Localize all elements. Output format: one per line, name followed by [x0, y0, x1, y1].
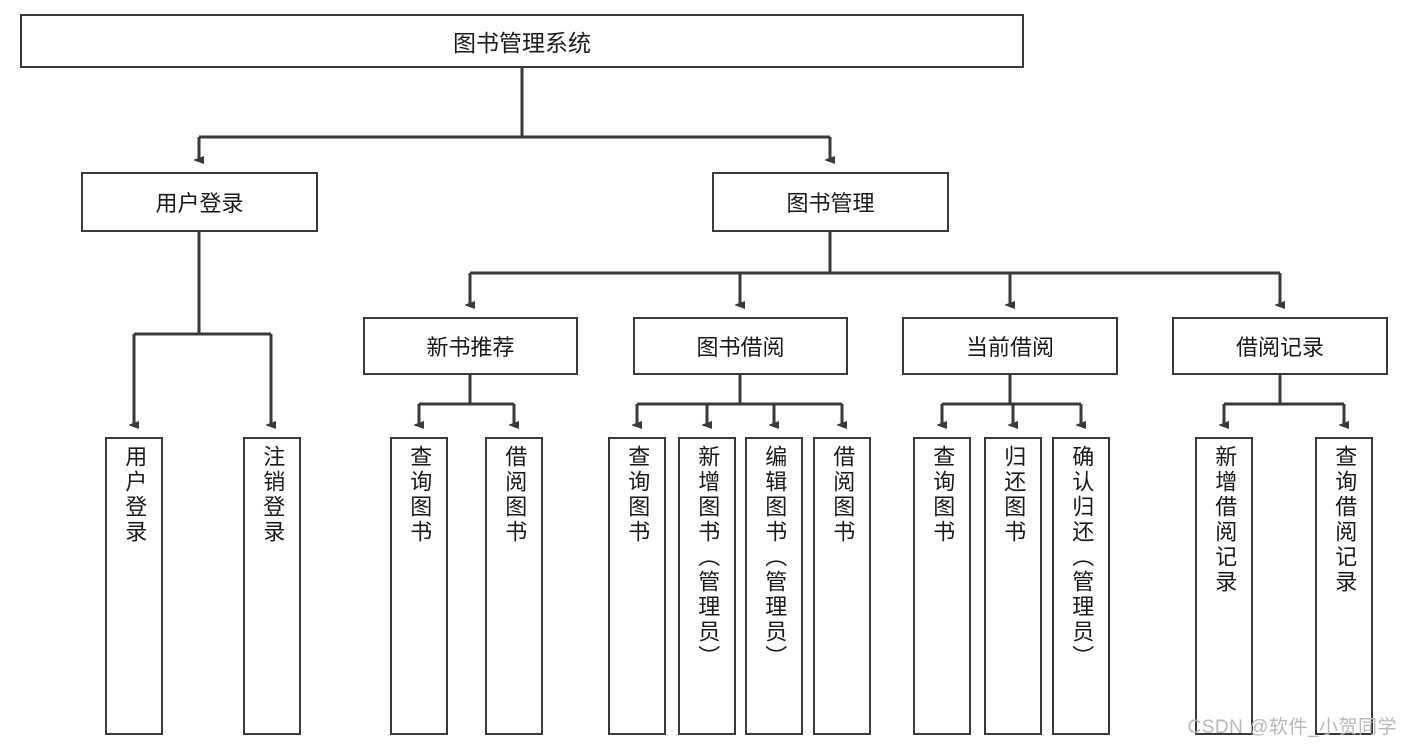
node-leaf-query-book-b[interactable]: 查询图书: [608, 437, 666, 735]
node-current-borrow[interactable]: 当前借阅: [902, 317, 1118, 375]
leaf-label: 借阅图书: [502, 445, 528, 545]
leaf-label: 用户登录: [122, 445, 148, 545]
leaf-label: 查询借阅记录: [1332, 445, 1358, 595]
node-leaf-add-borrow-record[interactable]: 新增借阅记录: [1195, 437, 1253, 735]
node-leaf-query-book-c[interactable]: 查询图书: [913, 437, 971, 735]
watermark-text: CSDN @软件_小贺同学: [1187, 717, 1397, 738]
leaf-label: 编辑图书（管理员）: [762, 445, 788, 670]
leaf-label: 查询图书: [407, 445, 433, 545]
leaf-label: 新增图书（管理员）: [695, 445, 721, 670]
node-leaf-query-book-a[interactable]: 查询图书: [390, 437, 448, 735]
node-leaf-query-borrow-record[interactable]: 查询借阅记录: [1315, 437, 1373, 735]
leaf-label: 查询图书: [625, 445, 651, 545]
node-borrow-records[interactable]: 借阅记录: [1172, 317, 1388, 375]
node-leaf-borrow-book-b[interactable]: 借阅图书: [813, 437, 871, 735]
node-book-management[interactable]: 图书管理: [712, 172, 949, 232]
node-leaf-user-login[interactable]: 用户登录: [105, 437, 163, 735]
leaf-label: 确认归还（管理员）: [1069, 445, 1095, 670]
node-user-login[interactable]: 用户登录: [81, 172, 318, 232]
node-root-system[interactable]: 图书管理系统: [20, 14, 1024, 68]
leaf-label: 注销登录: [260, 445, 286, 545]
node-leaf-edit-book-admin[interactable]: 编辑图书（管理员）: [745, 437, 803, 735]
node-leaf-add-book-admin[interactable]: 新增图书（管理员）: [678, 437, 736, 735]
leaf-label: 借阅图书: [830, 445, 856, 545]
leaf-label: 查询图书: [930, 445, 956, 545]
node-leaf-confirm-return-admin[interactable]: 确认归还（管理员）: [1052, 437, 1110, 735]
node-leaf-logout[interactable]: 注销登录: [243, 437, 301, 735]
node-leaf-borrow-book-a[interactable]: 借阅图书: [485, 437, 543, 735]
node-leaf-return-book[interactable]: 归还图书: [984, 437, 1042, 735]
leaf-label: 新增借阅记录: [1212, 445, 1238, 595]
leaf-label: 归还图书: [1001, 445, 1027, 545]
node-book-borrow[interactable]: 图书借阅: [633, 317, 848, 375]
node-new-book-recommend[interactable]: 新书推荐: [363, 317, 578, 375]
